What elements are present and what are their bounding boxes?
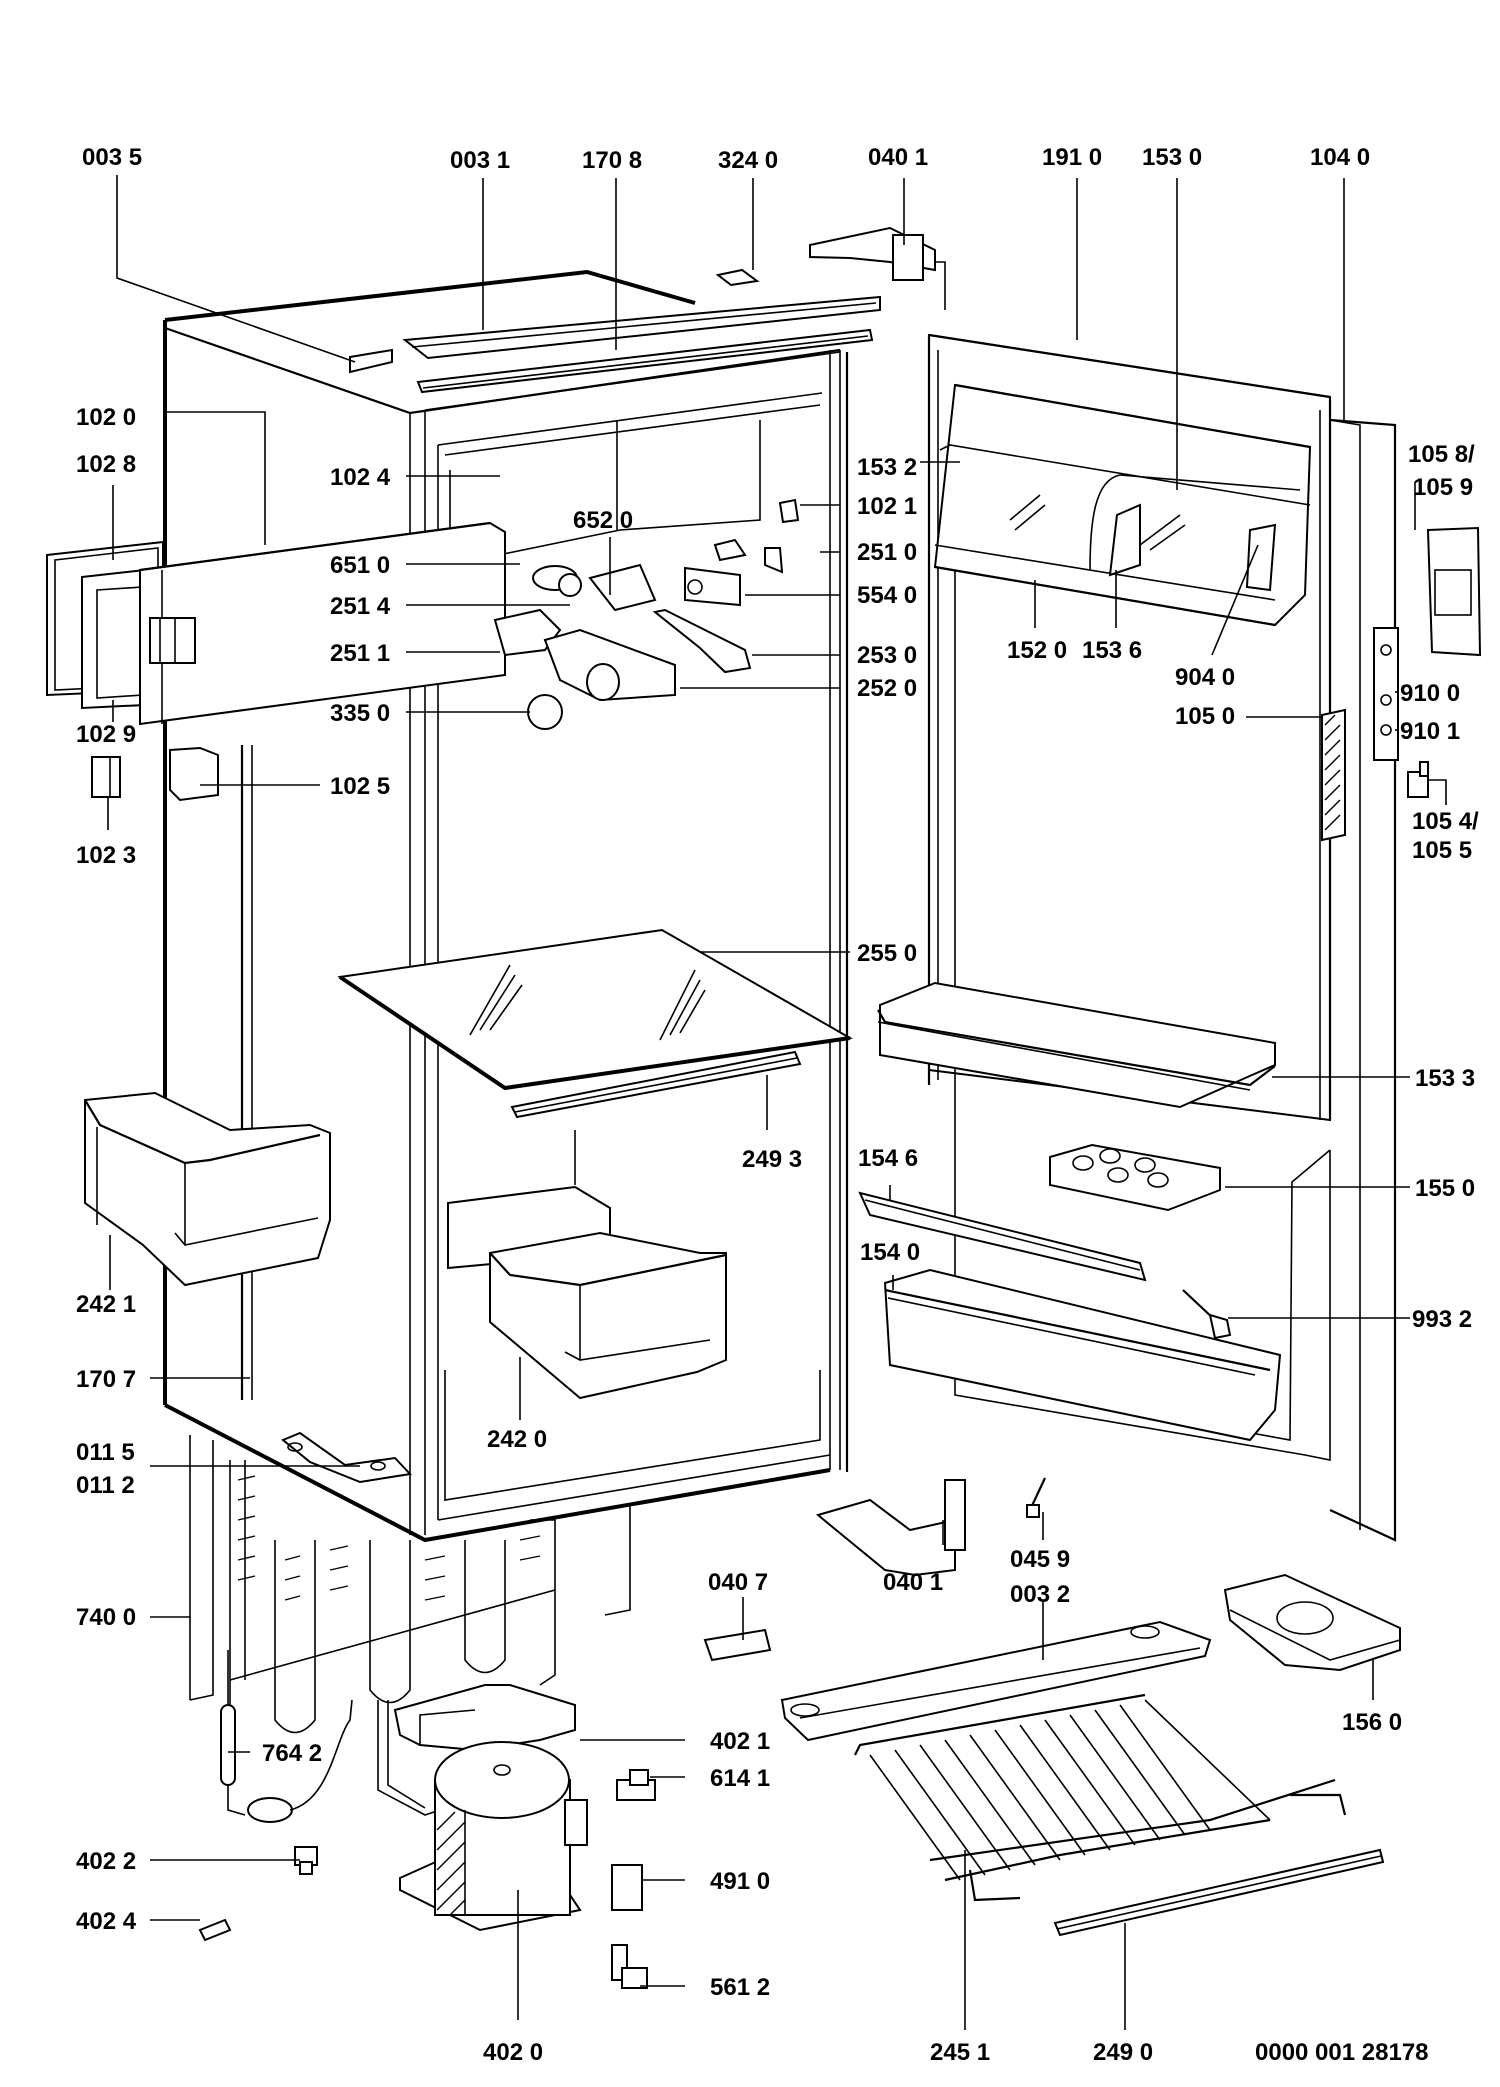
label-0112: 011 2	[76, 1472, 135, 1499]
bottle-retainer	[858, 1191, 1147, 1282]
wire-shelf	[854, 1693, 1347, 1902]
label-6520: 652 0	[573, 507, 633, 534]
label-3350: 335 0	[330, 700, 390, 727]
label-3240: 324 0	[718, 147, 778, 174]
front-rail	[1053, 1848, 1385, 1937]
door-shelf-upper	[877, 981, 1276, 1109]
label-2490: 249 0	[1093, 2039, 1153, 2066]
label-1050: 105 0	[1175, 703, 1235, 730]
label-7400: 740 0	[76, 1604, 136, 1631]
label-0401-bottom: 040 1	[883, 1569, 943, 1596]
bottom-strip	[780, 1620, 1212, 1742]
label-5612: 561 2	[710, 1974, 770, 2001]
label-1021: 102 1	[857, 493, 917, 520]
label-1055: 105 5	[1412, 837, 1472, 864]
label-1024: 102 4	[330, 464, 391, 491]
label-2493: 249 3	[742, 1146, 802, 1173]
lamp-pin	[1182, 1289, 1232, 1340]
part-labels: 003 5 003 1 170 8 324 0 040 1 191 0 153 …	[76, 144, 1479, 2066]
crisper-bin-right	[447, 1185, 727, 1400]
egg-tray	[1049, 1143, 1221, 1212]
condenser	[189, 1435, 631, 1734]
label-9101: 910 1	[1400, 718, 1460, 745]
label-0035: 003 5	[82, 144, 142, 171]
label-1520: 152 0	[1007, 637, 1067, 664]
label-1040: 104 0	[1310, 144, 1370, 171]
label-2510: 251 0	[857, 539, 917, 566]
label-1540: 154 0	[860, 1239, 920, 1266]
label-1533: 153 3	[1415, 1065, 1475, 1092]
label-1054: 105 4/	[1412, 808, 1479, 835]
label-1028: 102 8	[76, 451, 136, 478]
label-1029: 102 9	[76, 721, 136, 748]
dairy-compartment	[933, 383, 1312, 627]
control-panel	[46, 498, 800, 802]
label-1708: 170 8	[582, 147, 642, 174]
label-2520: 252 0	[857, 675, 917, 702]
compressor	[399, 1741, 588, 1932]
cabinet-body	[163, 269, 849, 1543]
label-9100: 910 0	[1400, 680, 1460, 707]
document-number: 0000 001 28178	[1255, 2039, 1429, 2066]
ice-tray	[1223, 1573, 1401, 1672]
small-electrical-parts	[198, 1628, 772, 1989]
label-2550: 255 0	[857, 940, 917, 967]
label-1550: 155 0	[1415, 1175, 1475, 1202]
top-cover-parts	[349, 268, 881, 394]
label-2514: 251 4	[330, 593, 391, 620]
label-4021: 402 1	[710, 1728, 770, 1755]
bottom-hinge	[815, 1477, 1046, 1577]
label-9932: 993 2	[1412, 1306, 1472, 1333]
label-1020: 102 0	[76, 404, 136, 431]
label-1536: 153 6	[1082, 637, 1142, 664]
label-1025: 102 5	[330, 773, 390, 800]
label-1910: 191 0	[1042, 144, 1102, 171]
label-0407: 040 7	[708, 1569, 768, 1596]
label-0032: 003 2	[1010, 1581, 1070, 1608]
leader-lines	[107, 175, 1447, 2030]
label-2420: 242 0	[487, 1426, 547, 1453]
label-0401-top: 040 1	[868, 144, 928, 171]
label-7642: 764 2	[262, 1740, 322, 1767]
label-4910: 491 0	[710, 1868, 770, 1895]
label-6141: 614 1	[710, 1765, 770, 1792]
label-1059: 105 9	[1413, 474, 1473, 501]
label-1023: 102 3	[76, 842, 136, 869]
label-1058: 105 8/	[1408, 441, 1475, 468]
label-0115: 011 5	[76, 1439, 135, 1466]
label-2530: 253 0	[857, 642, 917, 669]
label-2451: 245 1	[930, 2039, 990, 2066]
label-0459: 045 9	[1010, 1546, 1070, 1573]
glass-shelf	[337, 928, 854, 1185]
label-4020: 402 0	[483, 2039, 543, 2066]
bottle-shelf	[883, 1268, 1282, 1442]
label-9040: 904 0	[1175, 664, 1235, 691]
label-2511: 251 1	[330, 640, 390, 667]
label-4024: 402 4	[76, 1908, 137, 1935]
label-1546: 154 6	[858, 1145, 918, 1172]
label-6510: 651 0	[330, 552, 390, 579]
dryer-filter	[220, 1650, 353, 1823]
compressor-bracket	[377, 1684, 576, 1816]
label-5540: 554 0	[857, 582, 917, 609]
label-1560: 156 0	[1342, 1709, 1402, 1736]
label-2421: 242 1	[76, 1291, 136, 1318]
label-4022: 402 2	[76, 1848, 136, 1875]
crisper-bin-left	[84, 1091, 331, 1287]
label-1532: 153 2	[857, 454, 917, 481]
label-0031: 003 1	[450, 147, 510, 174]
label-1707: 170 7	[76, 1366, 136, 1393]
label-1530: 153 0	[1142, 144, 1202, 171]
